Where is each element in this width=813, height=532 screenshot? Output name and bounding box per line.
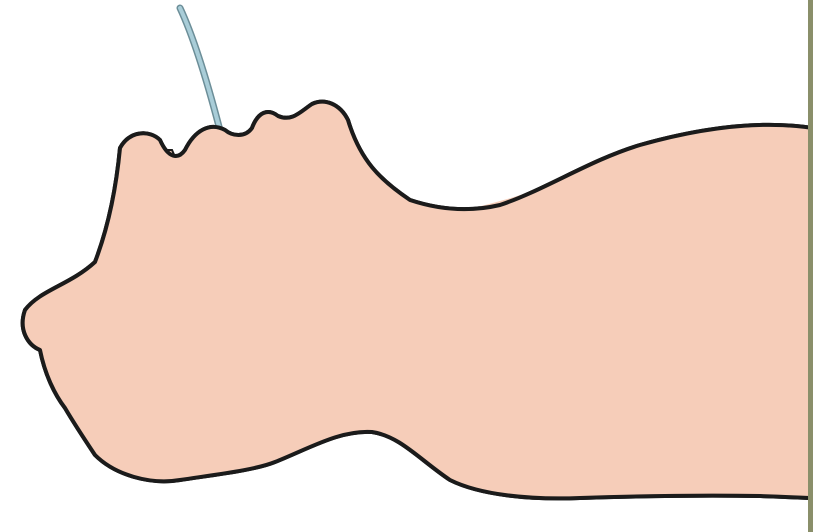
head-outline <box>23 102 813 499</box>
frame-edge <box>808 0 813 532</box>
